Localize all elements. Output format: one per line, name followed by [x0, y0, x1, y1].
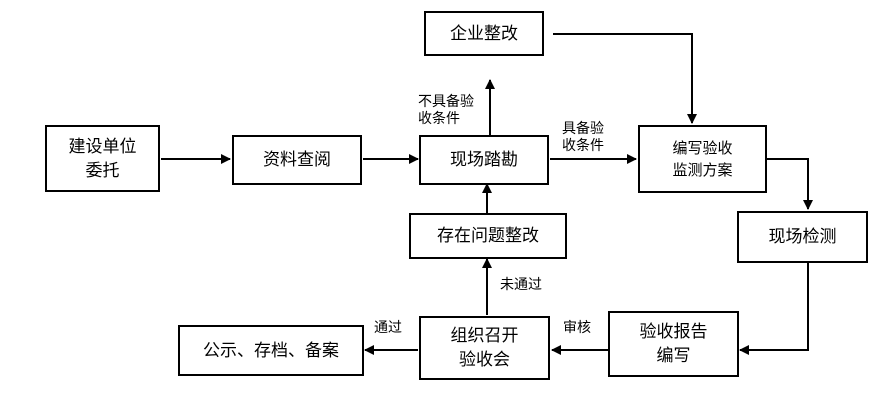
node-publish: 公示、存档、备案: [178, 325, 364, 376]
arrow-enterprise-fix-to-plan: [553, 33, 697, 124]
label-fail: 未通过: [500, 277, 542, 293]
node-client: 建设单位 委托: [45, 125, 160, 192]
label-pass: 通过: [374, 320, 402, 336]
node-problem-fix: 存在问题整改: [409, 213, 567, 259]
node-survey: 现场踏勘: [419, 135, 549, 185]
label-not-ready: 不具备验 收条件: [418, 94, 474, 127]
node-report: 验收报告 编写: [608, 311, 739, 377]
arrow-plan-to-inspect: [767, 158, 813, 210]
node-meeting: 组织召开 验收会: [419, 316, 550, 380]
node-enterprise-fix: 企业整改: [424, 11, 544, 56]
node-inspect: 现场检测: [737, 211, 868, 263]
node-plan: 编写验收 监测方案: [638, 125, 767, 193]
arrow-inspect-to-report: [739, 263, 809, 355]
label-ready: 具备验 收条件: [562, 121, 604, 154]
node-review: 资料查阅: [232, 135, 362, 185]
label-audit: 审核: [563, 320, 591, 336]
